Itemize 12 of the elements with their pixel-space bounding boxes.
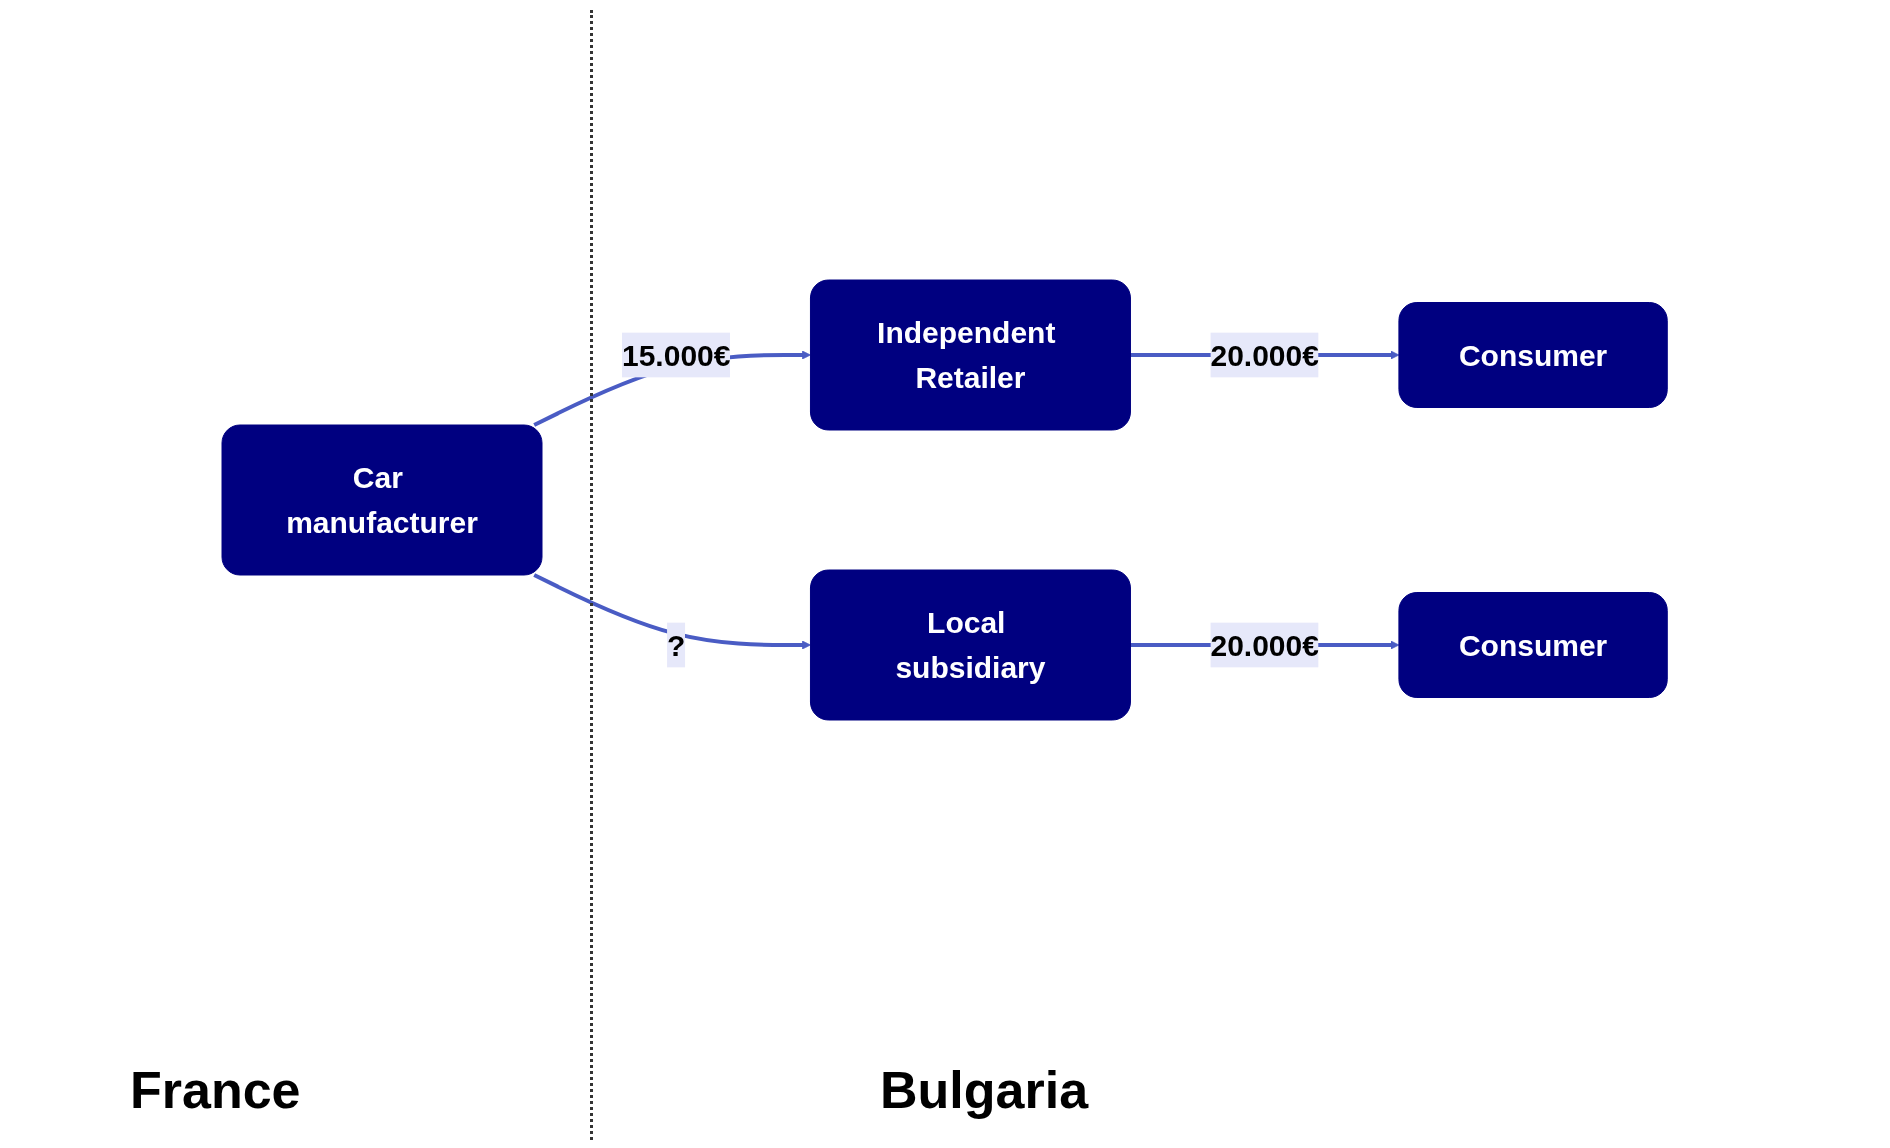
arrow (533, 573, 812, 650)
node-box: Independent Retailer (810, 279, 1132, 431)
edge-label: 20.000€ (1210, 628, 1320, 662)
node-box: Car manufacturer (221, 424, 543, 576)
node-box: Consumer (1398, 592, 1669, 698)
region-label: Bulgaria (880, 1060, 1089, 1120)
region-label: France (130, 1060, 301, 1120)
edge-label: 15.000€ (622, 338, 731, 372)
edge-label: ? (667, 628, 686, 662)
node-box: Local subsidiary (810, 569, 1132, 721)
node-box: Consumer (1398, 302, 1669, 408)
edge-label: 20.000€ (1210, 338, 1320, 372)
